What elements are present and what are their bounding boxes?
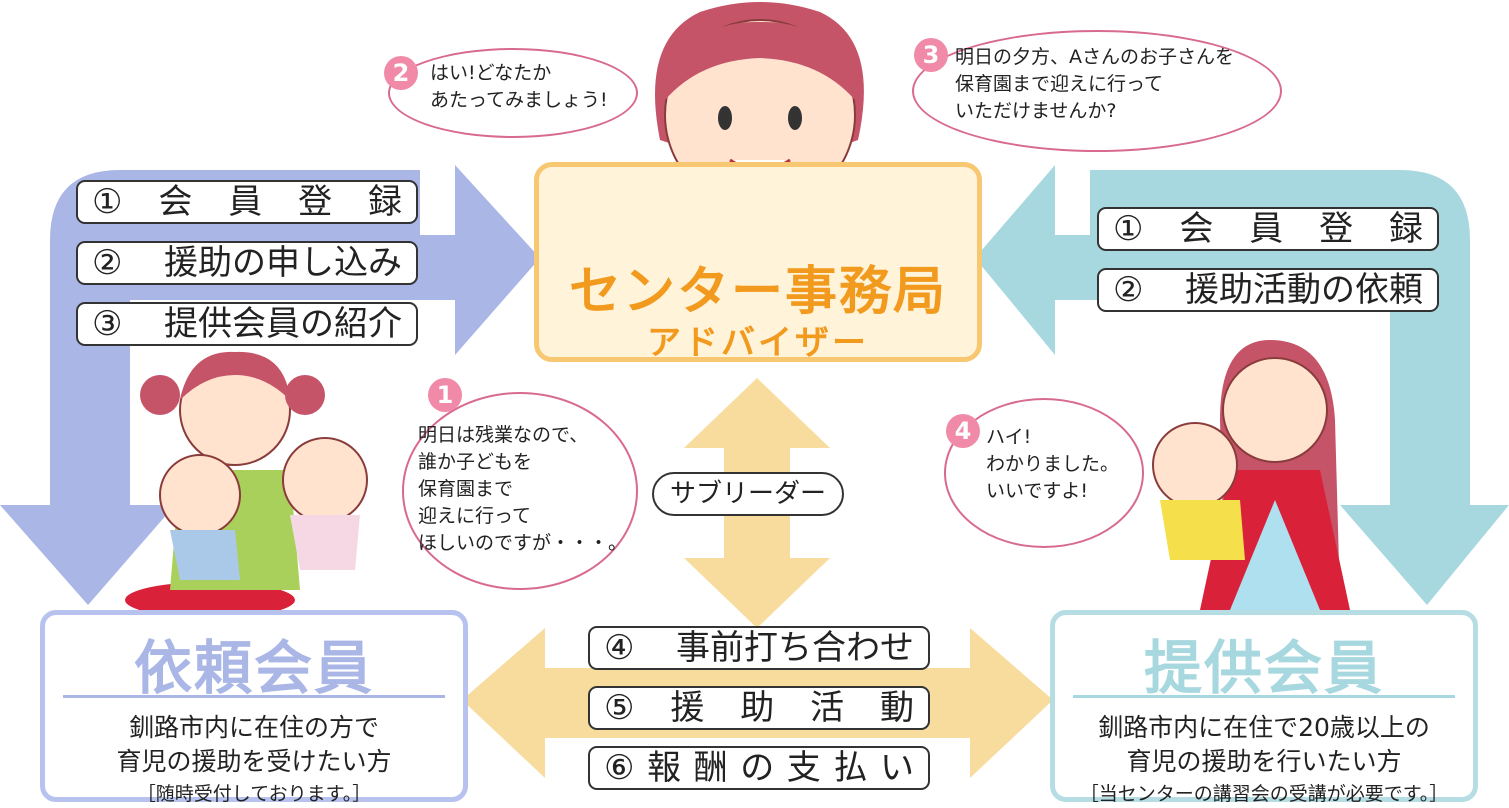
step-num: ⑤	[604, 688, 635, 728]
requesting-member-title: 依頼会員	[133, 634, 374, 702]
step-label: 援助活動の依頼	[1185, 270, 1423, 310]
sub-leader-label: サブリーダー	[652, 472, 845, 516]
center-office-subtitle: アドバイザー	[647, 323, 869, 363]
speech-bubble-2	[388, 48, 638, 138]
speech-bubble-2-text: はい!どなたか あたってみましょう!	[430, 60, 608, 114]
step-char: 活	[810, 688, 845, 728]
bubble-line: わかりました。	[986, 453, 1120, 475]
requesting-member-description: 釧路市内に在住の方で 育児の援助を受けたい方	[45, 711, 463, 779]
step-num: ②	[92, 243, 123, 283]
step-char: 酬	[693, 748, 728, 788]
bubble-line: 誰か子どもを	[418, 451, 533, 473]
desc-line: 釧路市内に在住の方で	[128, 713, 379, 742]
mother-with-babies-illustration	[125, 351, 368, 618]
step-char: 員	[228, 182, 263, 222]
speech-bubble-4-text: ハイ! わかりました。 いいですよ!	[986, 424, 1119, 505]
providing-member-title: 提供会員	[1143, 634, 1384, 702]
step-char: 会	[1179, 209, 1214, 249]
requesting-member-divider	[63, 695, 445, 698]
left-step-provider-introduction: ③ 提供会員の紹介	[76, 302, 418, 346]
bubble-line: いただけませんか?	[955, 100, 1117, 122]
requesting-member-note: ［随時受付しております。］	[136, 783, 372, 805]
speech-bubble-1	[402, 392, 638, 590]
desc-line: 育児の援助を行いたい方	[1126, 747, 1402, 776]
step-num: ④	[604, 628, 635, 668]
step-char: 登	[298, 182, 333, 222]
bubble-line: 明日の夕方、Aさんのお子さんを	[955, 46, 1234, 68]
providing-member-box: 提供会員 釧路市内に在住で20歳以上の 育児の援助を行いたい方 ［当センターの講…	[1050, 610, 1478, 805]
bottom-step-payment: ⑥ 報 酬 の 支 払 い	[588, 746, 930, 790]
step-badge-2: 2	[384, 56, 418, 90]
bottom-step-support-activity: ⑤ 援 助 活 動	[588, 686, 930, 730]
bubble-line: いいですよ!	[986, 480, 1089, 502]
bubble-line: ほしいのですが・・・。	[418, 532, 628, 554]
step-num: ①	[92, 182, 123, 222]
step-num: ⑥	[604, 748, 635, 788]
bubble-line: 迎えに行って	[418, 505, 532, 527]
step-label: 提供会員の紹介	[164, 304, 402, 344]
speech-bubble-1-text: 明日は残業なので、 誰か子どもを 保育園まで 迎えに行って ほしいのですが・・・…	[418, 422, 627, 557]
bubble-line: あたってみましょう!	[430, 89, 608, 111]
right-step-activity-request: ② 援助活動の依頼	[1097, 268, 1439, 312]
center-office-title: センター事務局	[568, 262, 947, 322]
center-office-box: センター事務局 アドバイザー	[534, 162, 982, 363]
step-badge-4: 4	[946, 414, 980, 448]
step-char: 支	[786, 748, 821, 788]
step-char: 助	[740, 688, 775, 728]
left-step-member-registration: ① 会 員 登 録	[76, 180, 418, 224]
step-char: 登	[1319, 209, 1354, 249]
left-step-support-request: ② 援助の申し込み	[76, 241, 418, 285]
step-num: ③	[92, 304, 123, 344]
step-char: 動	[879, 688, 914, 728]
step-num: ②	[1113, 270, 1144, 310]
bottom-step-pre-meeting: ④ 事前打ち合わせ	[588, 626, 930, 670]
step-char: 員	[1249, 209, 1284, 249]
desc-line: 育児の援助を受けたい方	[116, 747, 392, 776]
step-char: い	[879, 748, 914, 788]
providing-member-description: 釧路市内に在住で20歳以上の 育児の援助を行いたい方	[1055, 711, 1473, 779]
desc-line: 釧路市内に在住で20歳以上の	[1098, 713, 1430, 742]
providing-member-divider	[1073, 695, 1455, 698]
step-label: 援助の申し込み	[164, 243, 402, 283]
step-char: 録	[367, 182, 402, 222]
step-num: ①	[1113, 209, 1144, 249]
providing-member-note: ［当センターの講習会の受講が必要です。］	[1079, 783, 1449, 805]
bubble-line: 保育園まで迎えに行って	[955, 73, 1164, 95]
step-char: 録	[1388, 209, 1423, 249]
step-char: の	[740, 748, 775, 788]
bubble-line: 明日は残業なので、	[418, 424, 589, 446]
bubble-line: 保育園まで	[418, 478, 514, 500]
bubble-line: はい!どなたか	[430, 62, 552, 84]
step-label: 事前打ち合わせ	[676, 628, 914, 668]
step-char: 会	[158, 182, 193, 222]
provider-with-baby-illustration	[1152, 340, 1350, 610]
step-badge-3: 3	[914, 38, 948, 72]
speech-bubble-3-text: 明日の夕方、Aさんのお子さんを 保育園まで迎えに行って いただけませんか?	[955, 44, 1234, 125]
step-char: 払	[833, 748, 868, 788]
requesting-member-box: 依頼会員 釧路市内に在住の方で 育児の援助を受けたい方 ［随時受付しております。…	[40, 610, 468, 805]
right-step-member-registration: ① 会 員 登 録	[1097, 207, 1439, 251]
speech-bubble-3	[912, 30, 1282, 152]
step-char: 報	[647, 748, 682, 788]
bubble-line: ハイ!	[986, 426, 1032, 448]
step-char: 援	[670, 688, 705, 728]
step-badge-1: 1	[428, 378, 462, 412]
